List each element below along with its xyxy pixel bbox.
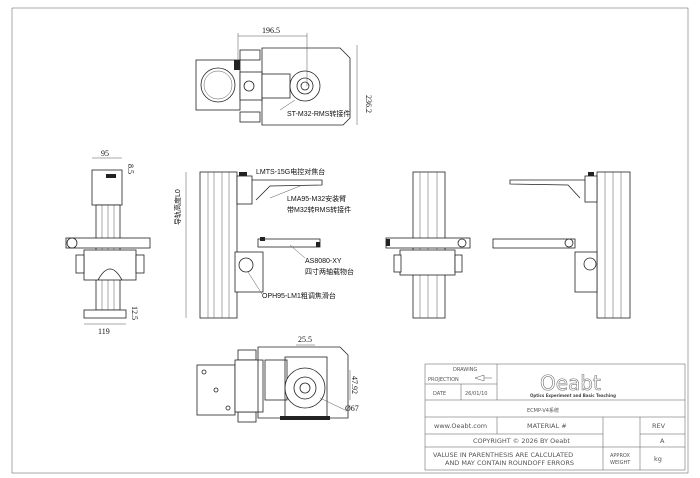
note-line-2: AND MAY CONTAIN ROUNDOFF ERRORS [445, 459, 574, 467]
dim-diameter-67: Ø67 [345, 404, 359, 413]
date-value: 26/01/10 [465, 391, 487, 397]
rev-label: REV [652, 422, 666, 430]
note-line-1: VALUSE IN PARENTHESIS ARE CALCULATED [433, 451, 573, 459]
top-view: 196.5 236.2 ST-M32-RMS转接件 [195, 26, 373, 126]
dim-47-92: 47.92 [350, 376, 359, 394]
rev-value: A [660, 437, 665, 445]
dim-119: 119 [98, 327, 110, 336]
dim-rail-height: 导轨高度L0 [173, 189, 182, 225]
material-label: MATERIAL # [527, 422, 567, 430]
label-lma95: LMA95-M32安装臂 [287, 194, 346, 203]
date-label: DATE [433, 391, 446, 397]
dim-25-5: 25.5 [298, 335, 312, 344]
drawing-name: ECMP-V4系统 [527, 407, 559, 414]
projection-symbol-icon [474, 374, 492, 382]
label-xy-stage: 四寸两轴载物台 [305, 267, 354, 276]
dim-top-width: 196.5 [262, 26, 280, 35]
label-as8080: AS8080-XY [305, 258, 342, 265]
copyright: COPYRIGHT © 2026 BY Oeabt [473, 437, 570, 445]
weight-label: WEIGHT [610, 460, 631, 466]
label-lmts-15g: LMTS-15G电控对焦台 [256, 167, 325, 176]
approx-label: APPROX [610, 453, 631, 459]
projection-label: PROJECTION [428, 377, 459, 383]
dim-12-5: 12.5 [130, 306, 139, 320]
logo-tagline: Optics Experiment and Basic Teaching [530, 393, 616, 398]
drawing-label: DRAWING [453, 367, 477, 373]
title-block: DRAWING PROJECTION DATE 26/01/10 Oeabt O… [424, 363, 686, 471]
label-m32-adapter: 带M32转RMS转接件 [287, 205, 351, 214]
label-oph95: OPH95-LM1粗调焦滑台 [262, 291, 336, 300]
bottom-view: 25.5 47.92 Ø67 [196, 335, 359, 423]
weight-unit: kg [654, 455, 662, 463]
website: www.Oeabt.com [434, 422, 487, 430]
front-view: 导轨高度L0 LMTS-15G电控对焦台 LMA95-M32安装臂 带M32转R… [173, 167, 354, 319]
side-view-right [492, 171, 631, 319]
drawing-frame [11, 7, 689, 474]
rear-view [385, 171, 471, 319]
logo: Oeabt [540, 371, 601, 395]
dim-95: 95 [101, 149, 109, 158]
left-side-view: 95 8.5 119 12.5 [65, 149, 151, 336]
dim-8-5: 8.5 [126, 164, 135, 174]
label-st-m32: ST-M32-RMS转接件 [287, 109, 350, 118]
dim-top-height: 236.2 [364, 95, 373, 113]
